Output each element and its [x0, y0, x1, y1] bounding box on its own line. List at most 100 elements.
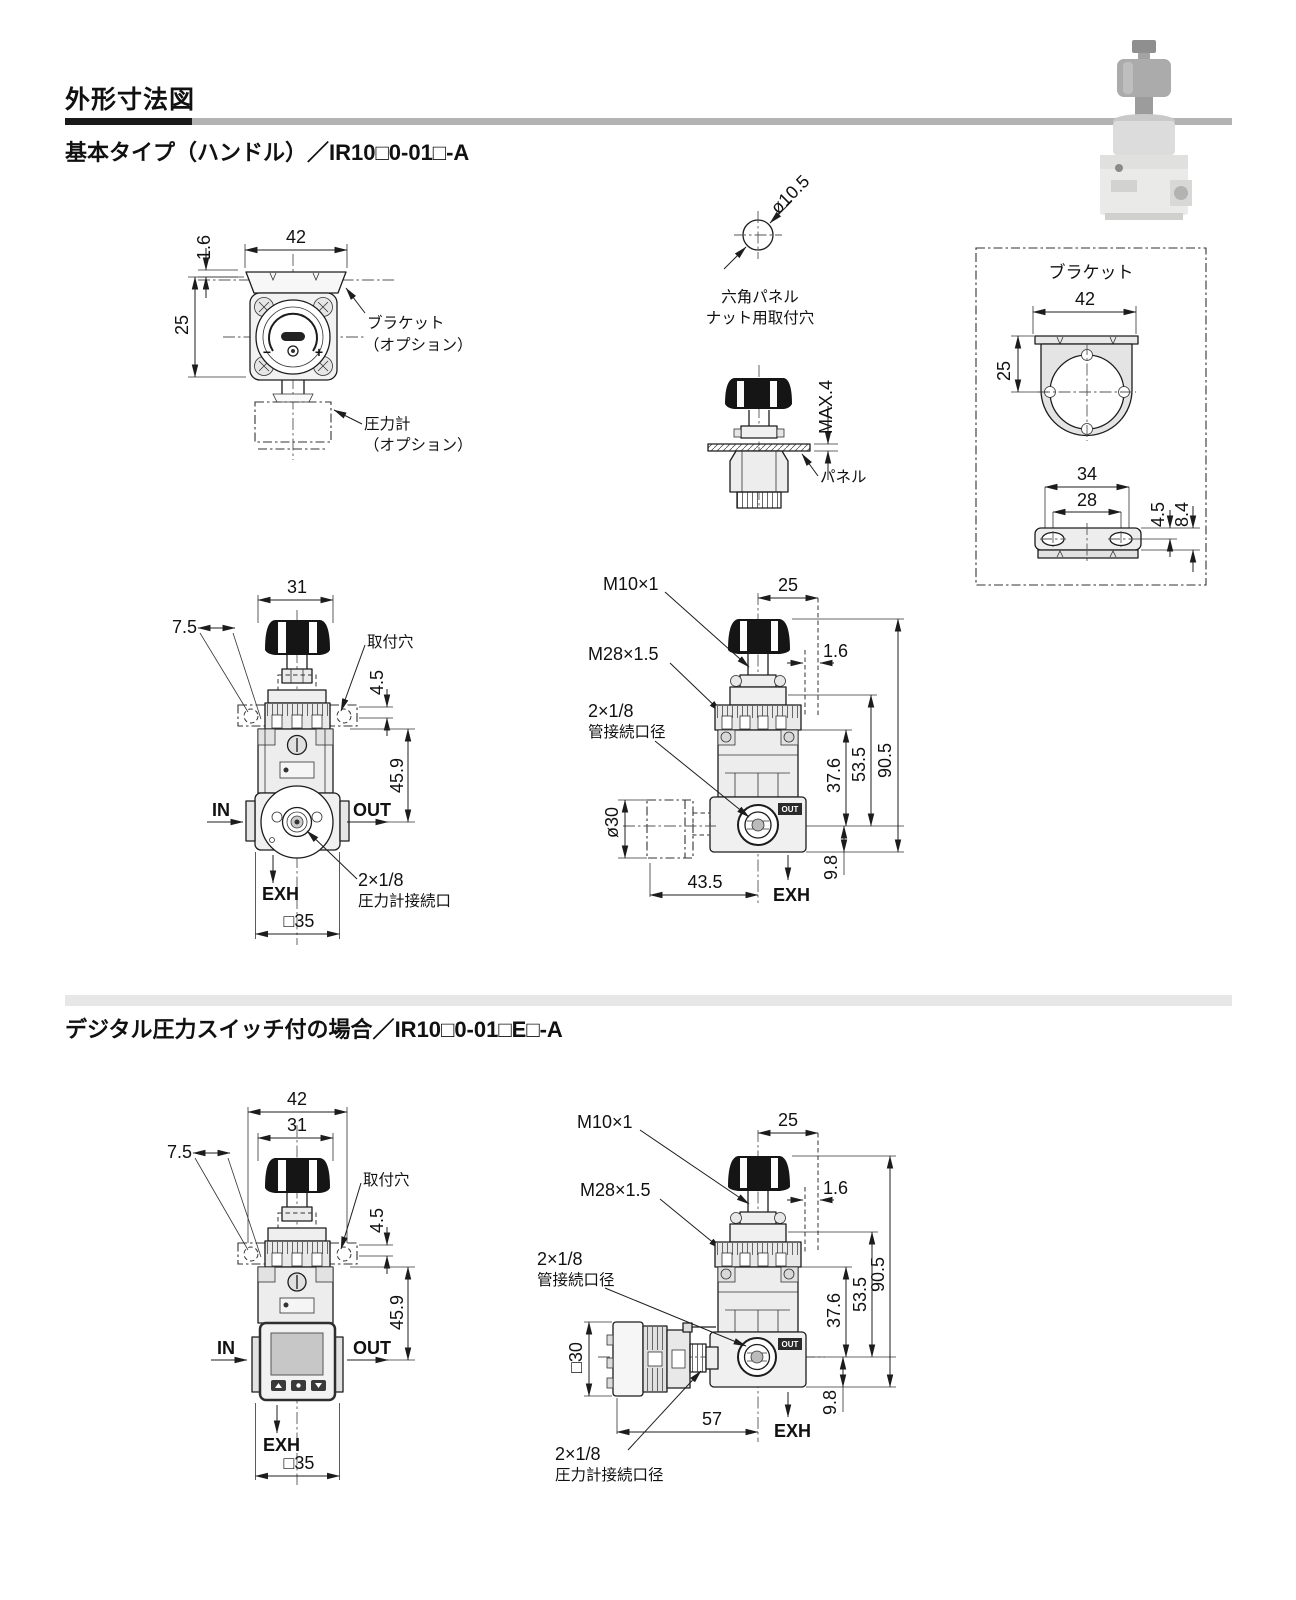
- digital-pressure-switch: [251, 1321, 344, 1402]
- bracket-dim-42: 42: [1075, 289, 1095, 309]
- dim-45-9: 45.9: [387, 758, 407, 793]
- bonnet-panel-nut: [714, 686, 802, 731]
- label-m10: M10×1: [603, 574, 659, 594]
- label-exh: EXH: [263, 1435, 300, 1455]
- label-exh: EXH: [774, 1421, 811, 1441]
- figure-top-view: 42 1.6 25 − +: [172, 227, 473, 460]
- section2-title-jp: デジタル圧力スイッチ付の場合／: [65, 1017, 395, 1042]
- gauge-plus: +: [315, 344, 323, 360]
- dim-max4: MAX.4: [816, 380, 836, 434]
- dim-43-5: 43.5: [687, 872, 722, 892]
- dim-37-6: 37.6: [824, 758, 844, 793]
- out-emboss: OUT: [782, 1340, 799, 1349]
- dim-sq35: □35: [284, 1453, 315, 1473]
- figure-front-basic: 31 7.5: [172, 577, 451, 945]
- figure-side-basic: 25 M10×1 1.6 M28×1.5: [588, 574, 904, 905]
- pressure-gauge-phantom: [254, 380, 332, 450]
- dim-dia30: ø30: [602, 807, 622, 838]
- figure-side-digital: 25 M10×1 1.6 M28×1.5: [537, 1110, 896, 1484]
- dim-9-8: 9.8: [820, 1390, 840, 1415]
- bonnet-flange: [237, 1227, 358, 1268]
- product-photo: [1100, 40, 1192, 220]
- label-out: OUT: [353, 1338, 391, 1358]
- dim-42: 42: [286, 227, 306, 247]
- dim-31: 31: [287, 1115, 307, 1135]
- dim-25: 25: [778, 1110, 798, 1130]
- dim-1-6: 1.6: [823, 1178, 848, 1198]
- bracket-dim-4-5: 4.5: [1148, 502, 1168, 527]
- label-gauge-port-name: 圧力計接続口径: [555, 1466, 664, 1484]
- dim-1-6: 1.6: [823, 641, 848, 661]
- label-exh: EXH: [773, 885, 810, 905]
- hole-circle: ø10.5: [723, 171, 814, 270]
- dim-37-6: 37.6: [824, 1293, 844, 1328]
- label-m28: M28×1.5: [588, 644, 659, 664]
- dim-25: 25: [172, 315, 192, 335]
- regulator-body-front: [257, 1266, 334, 1324]
- bracket-dim-34: 34: [1077, 464, 1097, 484]
- port-block-side: OUT: [692, 796, 807, 853]
- label-bracket-option: （オプション）: [364, 336, 473, 354]
- underline-gray-segment: [192, 118, 1232, 125]
- figure-panel-hole: ø10.5 六角パネル ナット用取付穴 MAX.4 パネル: [706, 171, 867, 509]
- bracket-front-view: [1034, 335, 1139, 441]
- dim-45-9: 45.9: [387, 1295, 407, 1330]
- figure-front-digital: 42 31 7.5: [167, 1089, 415, 1485]
- dim-sq35: □35: [284, 911, 315, 931]
- section1-title-model: IR10□0-01□-A: [329, 140, 470, 165]
- label-gauge-port-size: 2×1/8: [358, 870, 404, 890]
- label-panel: パネル: [820, 468, 867, 486]
- bracket-dim-8-4: 8.4: [1172, 502, 1192, 527]
- dim-9-8: 9.8: [821, 855, 841, 880]
- dim-dia-10-5: ø10.5: [767, 171, 814, 218]
- label-bracket: ブラケット: [367, 313, 445, 332]
- handle-knob-side: [728, 619, 790, 688]
- port-block-side: OUT: [709, 1331, 807, 1388]
- title-underline: [65, 118, 1232, 125]
- page-title: 外形寸法図: [65, 86, 196, 114]
- bracket-dim-25: 25: [994, 361, 1014, 381]
- label-exh: EXH: [262, 884, 299, 904]
- gauge-phantom-side: [623, 799, 716, 859]
- section-divider: [65, 995, 1232, 1006]
- handle-knob-side: [728, 1156, 790, 1225]
- bonnet-panel-nut: [714, 1223, 802, 1268]
- label-mount-hole: 取付穴: [367, 633, 414, 651]
- dim-53-5: 53.5: [850, 1277, 870, 1312]
- label-m10: M10×1: [577, 1112, 633, 1132]
- dim-sq30: □30: [566, 1342, 586, 1373]
- figure-bracket: ブラケット 42 25 34 28: [975, 247, 1207, 586]
- regulator-body-top: − +: [249, 292, 338, 381]
- bracket-box-title: ブラケット: [1049, 262, 1134, 282]
- label-in: IN: [212, 800, 230, 820]
- caption-hex-panel: 六角パネル: [721, 288, 799, 306]
- regulator-body-front: [257, 728, 334, 794]
- section1-title-jp: 基本タイプ（ハンドル）／: [65, 140, 330, 165]
- label-in: IN: [217, 1338, 235, 1358]
- dim-4-5: 4.5: [367, 1208, 387, 1233]
- switch-display: [270, 1332, 324, 1376]
- caption-nut-hole: ナット用取付穴: [706, 309, 815, 327]
- label-m28: M28×1.5: [580, 1180, 651, 1200]
- label-gauge-port-size: 2×1/8: [555, 1444, 601, 1464]
- section2-title-model: IR10□0-01□E□-A: [394, 1017, 563, 1042]
- dim-57: 57: [702, 1409, 722, 1429]
- out-emboss: OUT: [782, 805, 799, 814]
- dim-90-5: 90.5: [875, 743, 895, 778]
- dim-7-5: 7.5: [172, 617, 197, 637]
- dim-1-6: 1.6: [194, 235, 214, 260]
- label-pipe-port-name: 管接続口径: [537, 1271, 615, 1289]
- port-block-front: [245, 785, 350, 859]
- bracket-bottom-view: [1034, 523, 1142, 563]
- label-pipe-port-size: 2×1/8: [537, 1249, 583, 1269]
- regulator-photo: [1100, 40, 1192, 220]
- dim-90-5: 90.5: [868, 1257, 888, 1292]
- dim-42: 42: [287, 1089, 307, 1109]
- handle-knob: [265, 620, 330, 691]
- label-pipe-port-name: 管接続口径: [588, 723, 666, 741]
- bracket-dim-28: 28: [1077, 490, 1097, 510]
- svg-defs: [0, 0, 1, 1]
- label-gauge-option: （オプション）: [364, 436, 473, 454]
- regulator-body-side: [717, 729, 799, 798]
